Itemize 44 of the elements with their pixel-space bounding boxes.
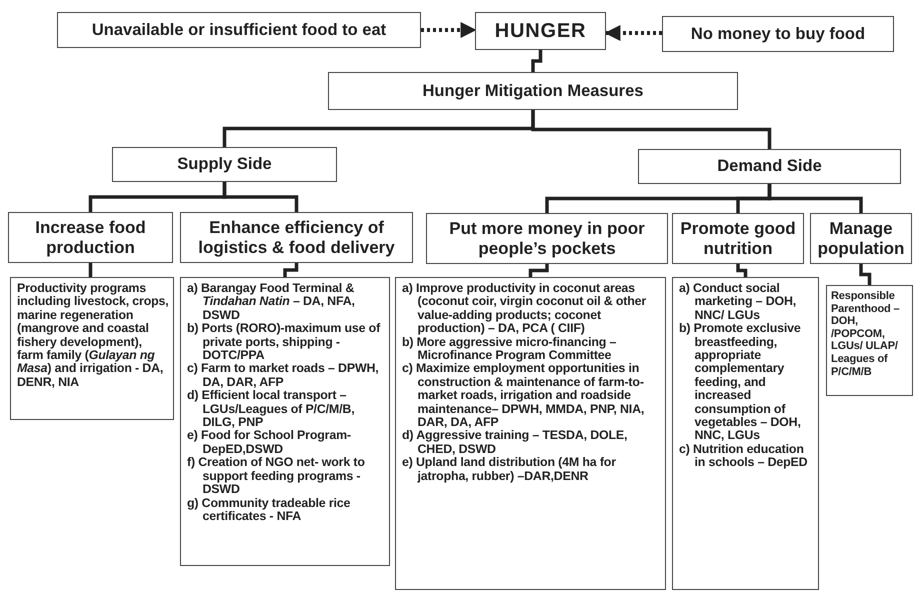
connector-line bbox=[528, 264, 549, 277]
cause-box bbox=[662, 16, 894, 52]
measure-box bbox=[8, 212, 173, 263]
connector-line bbox=[531, 50, 542, 72]
box-label: Hunger Mitigation Measures bbox=[422, 82, 644, 100]
connector-line bbox=[736, 264, 748, 277]
box-label: Manage population bbox=[816, 219, 906, 258]
connector-line bbox=[283, 263, 298, 277]
details-box bbox=[672, 277, 819, 590]
item-text: Productivity programs including livestock, crops, marine regeneration (mangrove and coastal fishery development), farm family (Gulayan ng Masa) and irrigation - DA, DENR, NIA bbox=[17, 282, 169, 390]
connector-line bbox=[531, 110, 772, 149]
dashed-arrow bbox=[421, 22, 477, 38]
item-text: a) Improve productivity in coconut areas (coconut coir, virgin coconut oil & other value-adding products; coconet production) – DA, PCA ( CIIF) bbox=[402, 282, 648, 336]
measure-box bbox=[672, 213, 804, 264]
box-label: Supply Side bbox=[177, 155, 272, 174]
box-label: Promote good nutrition bbox=[679, 219, 797, 258]
connector-line bbox=[859, 264, 872, 285]
details-box bbox=[180, 277, 390, 566]
measure-box bbox=[426, 213, 668, 264]
hunger-box bbox=[475, 12, 606, 50]
measure-box bbox=[180, 212, 413, 263]
dashed-arrow bbox=[604, 25, 662, 41]
details-box bbox=[826, 285, 913, 396]
connector-line bbox=[222, 182, 298, 212]
box-label: Put more money in poor people’s pockets bbox=[448, 219, 646, 258]
box-label: No money to buy food bbox=[690, 24, 866, 44]
box-label: Increase food production bbox=[34, 218, 147, 257]
connector-line bbox=[768, 184, 863, 213]
category-box bbox=[638, 149, 901, 184]
item-text: c) Nutrition education in schools – DepED bbox=[679, 442, 808, 470]
details-box bbox=[395, 277, 666, 590]
category-box bbox=[112, 147, 337, 182]
item-text: e) Upland land distribution (4M ha for jatropha, rubber) –DAR,DENR bbox=[402, 456, 617, 484]
box-label: Unavailable or insufficient food to eat bbox=[92, 20, 386, 40]
item-text: g) Community tradeable rice certificates - NFA bbox=[187, 496, 352, 524]
measure-box bbox=[810, 213, 912, 264]
cause-box bbox=[57, 12, 421, 48]
box-label: Enhance efficiency of logistics & food delivery bbox=[197, 218, 396, 257]
connector-line bbox=[88, 263, 92, 277]
heading-box bbox=[328, 72, 738, 110]
item-text: Responsible Parenthood – DOH, /POPCOM, LGUs/ ULAP/ Leagues of P/C/M/B bbox=[831, 290, 900, 378]
box-label: HUNGER bbox=[494, 20, 586, 42]
box-label: Demand Side bbox=[717, 157, 822, 176]
details-box bbox=[10, 277, 174, 420]
